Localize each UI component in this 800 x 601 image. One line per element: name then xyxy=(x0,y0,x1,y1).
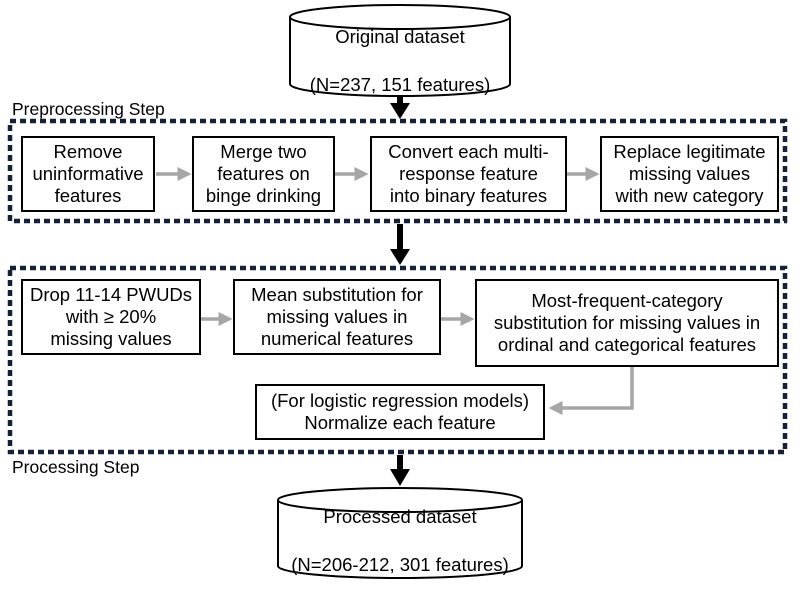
step-most-frequent-category: Most-frequent-category substitution for … xyxy=(475,279,779,367)
processing-step-title: Processing Step xyxy=(12,457,140,477)
flow-arrow-preprocessing-to-processing xyxy=(390,224,410,265)
preprocessing-region xyxy=(7,118,788,224)
step-remove-uninformative-features: Remove uninformative features xyxy=(21,136,155,212)
original-dataset-cylinder xyxy=(289,4,511,97)
processing-region xyxy=(7,265,788,455)
flow-arrow-processing-to-processed xyxy=(390,455,410,486)
original-dataset-details: (N=237, 151 features) xyxy=(309,74,491,95)
processed-dataset-title: Processed dataset xyxy=(323,506,477,527)
step-convert-multi-response: Convert each multi- response feature int… xyxy=(370,136,567,212)
gray-arrow-proc-3 xyxy=(548,367,634,415)
processed-dataset-label: Processed dataset (N=206-212, 301 featur… xyxy=(278,506,522,575)
original-dataset-title: Original dataset xyxy=(335,26,465,47)
step-normalize-features: (For logistic regression models) Normali… xyxy=(255,384,545,440)
processed-dataset-details: (N=206-212, 301 features) xyxy=(291,554,509,575)
step-merge-binge-drinking: Merge two features on binge drinking xyxy=(192,136,335,212)
step-replace-legitimate-missing: Replace legitimate missing values with n… xyxy=(600,136,779,212)
preprocessing-step-title: Preprocessing Step xyxy=(12,99,165,119)
step-drop-pwuds: Drop 11-14 PWUDs with ≥ 20% missing valu… xyxy=(21,279,201,355)
diagram-canvas xyxy=(7,4,788,579)
original-dataset-label: Original dataset (N=237, 151 features) xyxy=(290,26,510,95)
processed-dataset-cylinder xyxy=(277,487,523,579)
flow-arrow-original-to-preprocessing xyxy=(390,96,410,119)
step-mean-substitution: Mean substitution for missing values in … xyxy=(233,279,441,355)
